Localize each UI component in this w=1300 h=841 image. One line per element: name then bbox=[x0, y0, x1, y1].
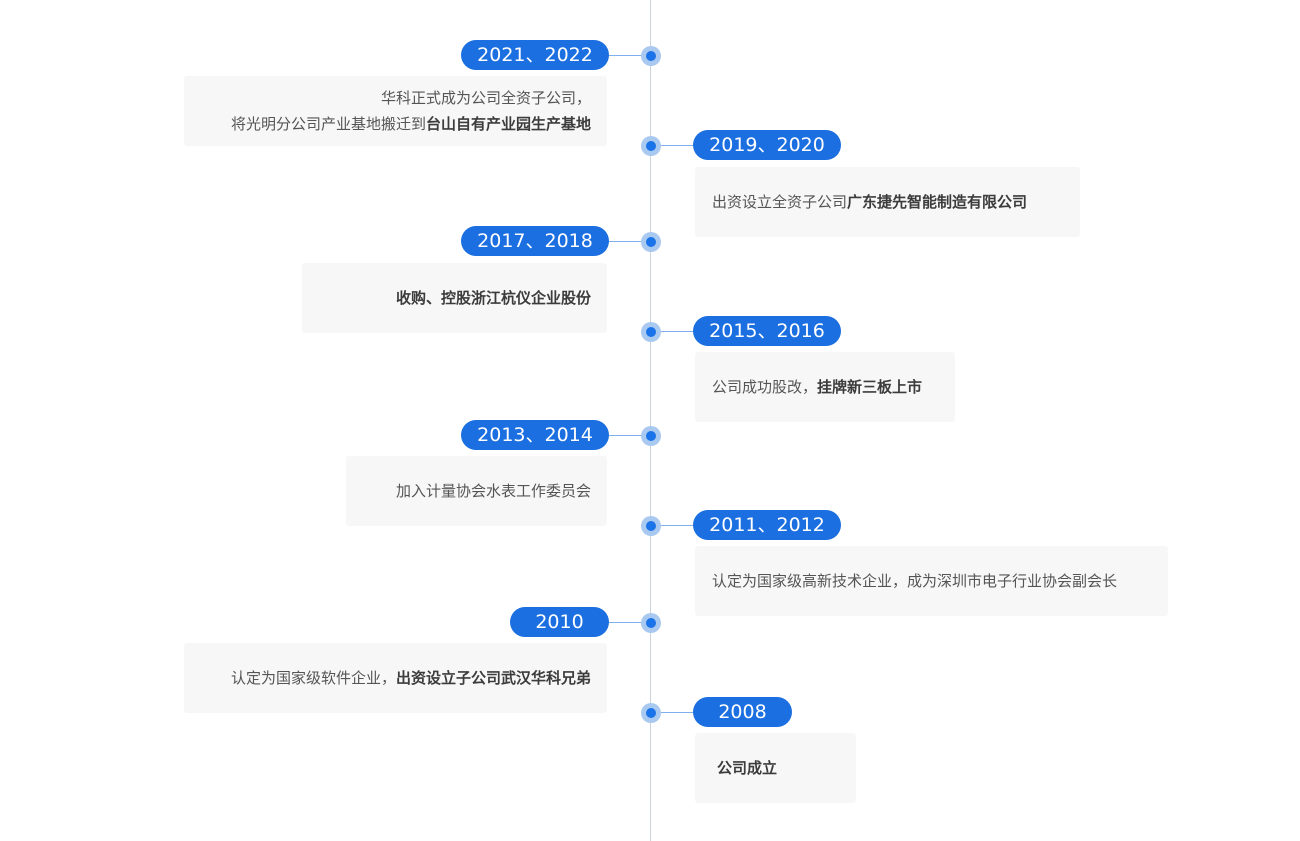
event-card: 加入计量协会水表工作委员会 bbox=[346, 456, 607, 526]
event-text-highlight: 挂牌新三板上市 bbox=[817, 378, 923, 396]
timeline-node-dot bbox=[641, 516, 661, 536]
event-card: 认定为国家级软件企业，出资设立子公司武汉华科兄弟 bbox=[184, 643, 607, 713]
event-text-line: 认定为国家级软件企业，出资设立子公司武汉华科兄弟 bbox=[194, 665, 591, 691]
timeline-node-dot bbox=[641, 703, 661, 723]
event-text: 出资设立全资子公司 bbox=[712, 193, 848, 211]
timeline-connector bbox=[608, 622, 642, 623]
event-card: 公司成立 bbox=[695, 733, 856, 803]
event-text-highlight: 收购、控股浙江杭仪企业股份 bbox=[395, 289, 591, 307]
timeline-connector bbox=[608, 55, 642, 56]
event-text: 华科正式成为公司全资子公司， bbox=[380, 89, 591, 107]
event-text-highlight: 公司成立 bbox=[717, 759, 778, 777]
event-text-highlight: 出资设立子公司武汉华科兄弟 bbox=[395, 669, 591, 687]
year-badge: 2021、2022 bbox=[461, 40, 609, 70]
event-text-line: 出资设立全资子公司广东捷先智能制造有限公司 bbox=[712, 189, 1070, 215]
timeline-node-dot bbox=[641, 46, 661, 66]
timeline-node-dot bbox=[641, 232, 661, 252]
year-badge: 2008 bbox=[693, 697, 792, 727]
timeline-connector bbox=[660, 331, 695, 332]
event-card: 公司成功股改，挂牌新三板上市 bbox=[695, 352, 955, 422]
timeline-connector bbox=[608, 435, 642, 436]
event-text: 加入计量协会水表工作委员会 bbox=[395, 482, 591, 500]
event-text-line: 将光明分公司产业基地搬迁到台山自有产业园生产基地 bbox=[194, 111, 591, 137]
event-text: 公司成功股改， bbox=[712, 378, 818, 396]
event-text-highlight: 广东捷先智能制造有限公司 bbox=[847, 193, 1028, 211]
year-badge: 2011、2012 bbox=[693, 510, 841, 540]
timeline-axis bbox=[650, 0, 651, 841]
event-text: 将光明分公司产业基地搬迁到 bbox=[230, 115, 426, 133]
event-card: 华科正式成为公司全资子公司， 将光明分公司产业基地搬迁到台山自有产业园生产基地 bbox=[184, 76, 607, 146]
event-card: 出资设立全资子公司广东捷先智能制造有限公司 bbox=[695, 167, 1080, 237]
timeline-connector bbox=[660, 525, 695, 526]
year-badge: 2019、2020 bbox=[693, 130, 841, 160]
event-text-line: 华科正式成为公司全资子公司， bbox=[194, 85, 591, 111]
event-card: 认定为国家级高新技术企业，成为深圳市电子行业协会副会长 bbox=[695, 546, 1168, 616]
year-badge: 2010 bbox=[510, 607, 609, 637]
year-badge: 2013、2014 bbox=[461, 420, 609, 450]
timeline-connector bbox=[660, 145, 695, 146]
event-card: 收购、控股浙江杭仪企业股份 bbox=[302, 263, 607, 333]
event-text-line: 认定为国家级高新技术企业，成为深圳市电子行业协会副会长 bbox=[712, 568, 1158, 594]
event-text-highlight: 台山自有产业园生产基地 bbox=[425, 115, 591, 133]
event-text-line: 收购、控股浙江杭仪企业股份 bbox=[312, 285, 591, 311]
event-text-line: 公司成功股改，挂牌新三板上市 bbox=[712, 374, 945, 400]
year-badge: 2015、2016 bbox=[693, 316, 841, 346]
timeline-node-dot bbox=[641, 426, 661, 446]
event-text-line: 加入计量协会水表工作委员会 bbox=[356, 478, 591, 504]
year-badge: 2017、2018 bbox=[461, 226, 609, 256]
timeline-connector bbox=[608, 241, 642, 242]
timeline-node-dot bbox=[641, 136, 661, 156]
event-text: 认定为国家级高新技术企业，成为深圳市电子行业协会副会长 bbox=[712, 572, 1118, 590]
timeline-node-dot bbox=[641, 613, 661, 633]
timeline-node-dot bbox=[641, 322, 661, 342]
timeline-connector bbox=[660, 712, 695, 713]
event-text-line: 公司成立 bbox=[717, 755, 846, 781]
event-text: 认定为国家级软件企业， bbox=[230, 669, 396, 687]
